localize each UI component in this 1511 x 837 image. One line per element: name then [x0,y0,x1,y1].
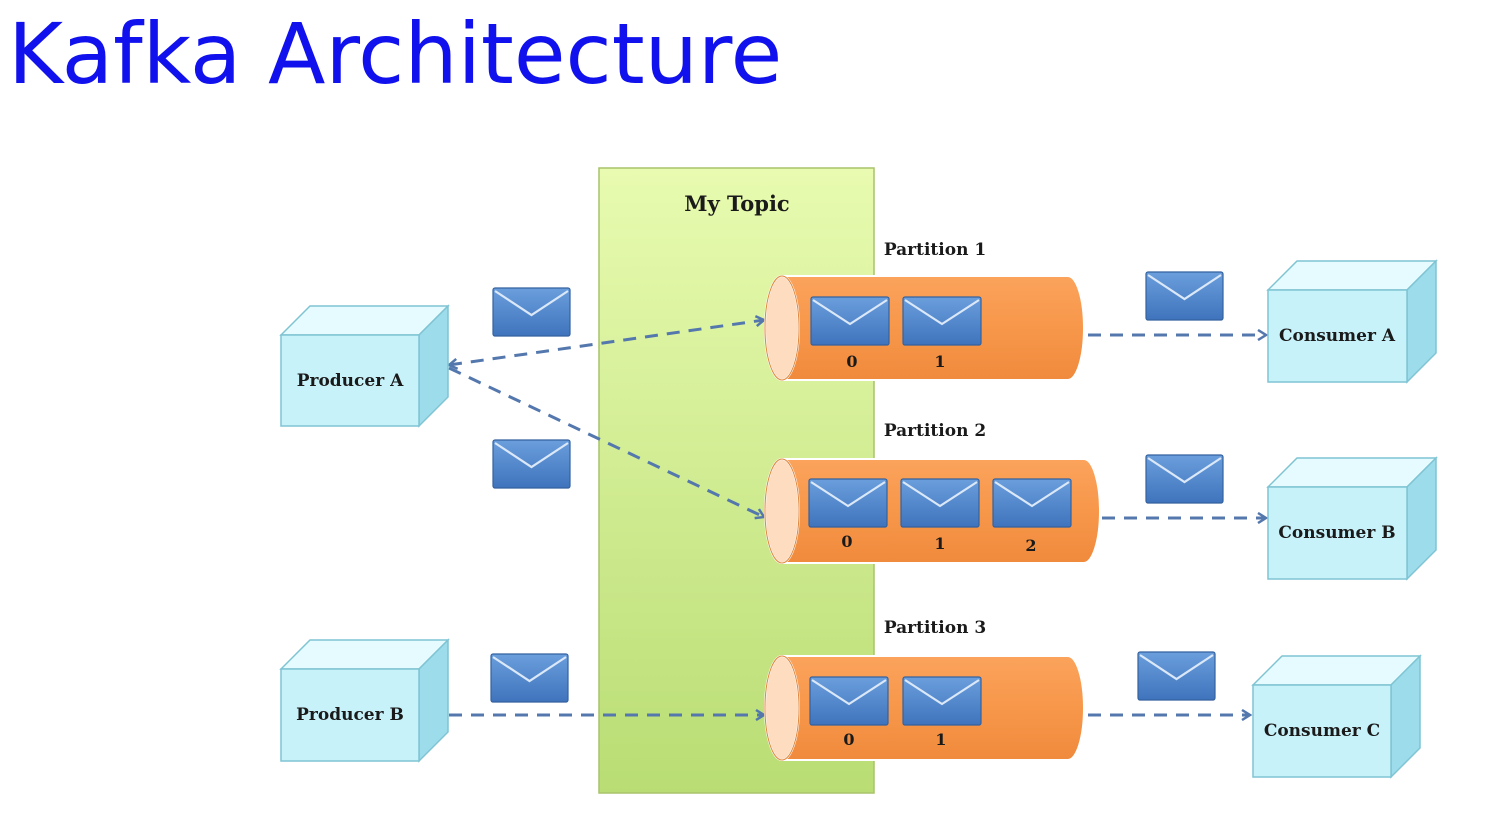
envelope-icon [492,287,571,337]
topic-label: My Topic [684,191,789,216]
offset-label: 1 [934,534,945,553]
offset-label: 0 [841,532,852,551]
partition-3-messages: 0 1 [809,676,982,749]
partition-1-messages: 0 1 [810,296,982,371]
partition-2-messages: 0 1 2 [808,478,1072,555]
envelope-icon [902,296,982,346]
arrow-icon [448,366,764,517]
envelope-icon [992,478,1072,528]
envelope-icon [1145,454,1224,504]
consumer-c-label: Consumer C [1264,721,1380,741]
partition-2-label: Partition 2 [884,421,986,441]
envelope-icon [490,653,569,703]
envelope-icon [1145,271,1224,321]
producer-arrows [449,320,764,715]
consumer-a-label: Consumer A [1279,326,1396,346]
envelope-icon [808,478,888,528]
producer-b-label: Producer B [296,705,404,725]
envelope-icon [1137,651,1216,701]
in-transit-messages [490,271,1224,703]
producer-a: Producer A [279,304,450,428]
partition-1-label: Partition 1 [884,240,986,260]
offset-label: 0 [843,730,854,749]
partition-3-label: Partition 3 [884,618,986,638]
consumer-b-label: Consumer B [1278,523,1395,543]
producer-a-label: Producer A [297,371,404,391]
envelope-icon [810,296,890,346]
envelope-icon [900,478,980,528]
envelope-icon [492,439,571,489]
page-title: Kafka Architecture [8,5,783,103]
offset-label: 2 [1025,536,1036,555]
consumer-b: Consumer B [1266,456,1438,581]
envelope-icon [809,676,889,726]
consumer-arrows [1088,335,1266,715]
offset-label: 1 [934,352,945,371]
consumer-c: Consumer C [1251,654,1422,779]
arrow-icon [449,320,764,365]
producer-b: Producer B [279,638,450,763]
envelope-icon [902,676,982,726]
offset-label: 0 [846,352,857,371]
consumer-a: Consumer A [1266,259,1438,384]
offset-label: 1 [935,730,946,749]
